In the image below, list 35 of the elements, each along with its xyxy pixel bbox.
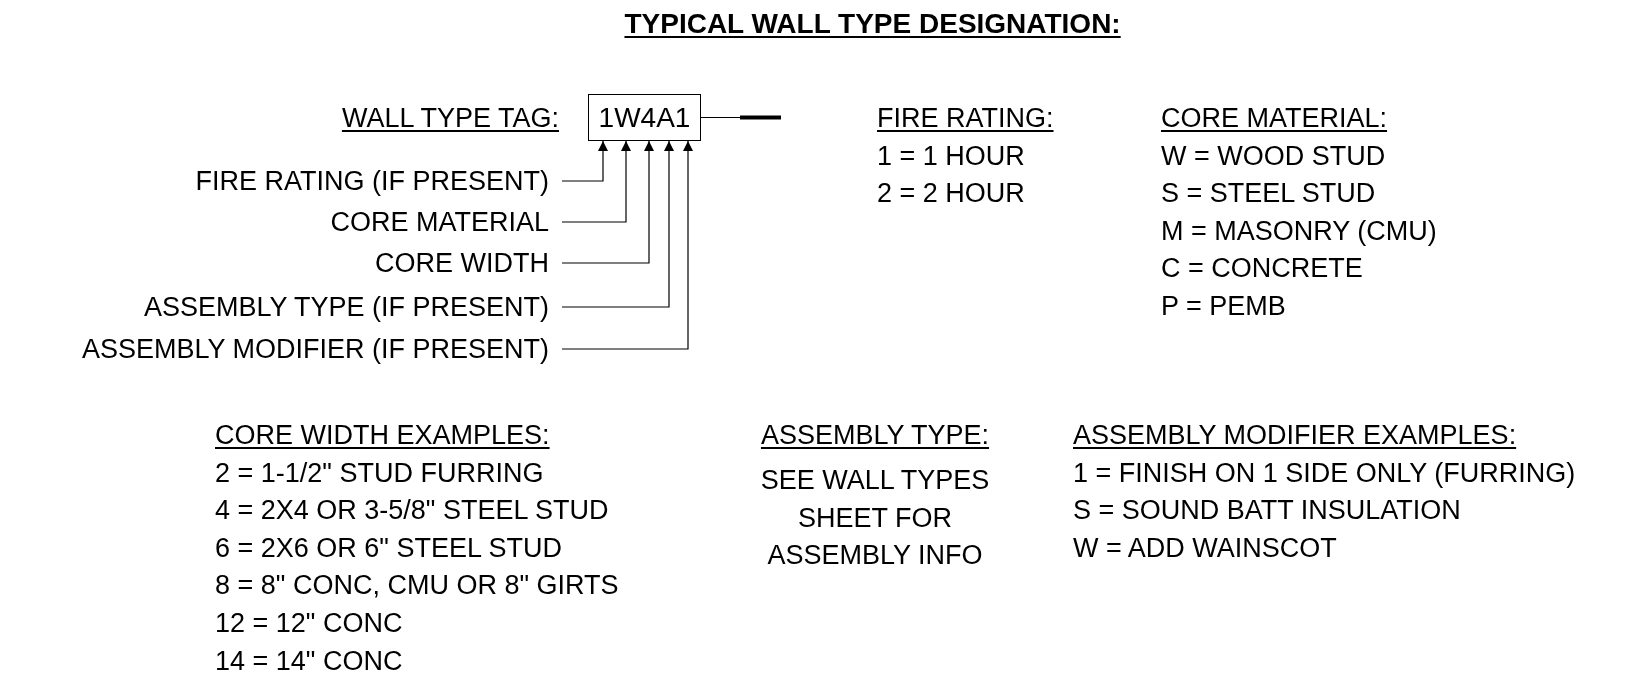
list-item: 2 = 1-1/2" STUD FURRING xyxy=(215,456,544,489)
list-item: 1 = 1 HOUR xyxy=(877,139,1025,172)
list-item: 6 = 2X6 OR 6" STEEL STUD xyxy=(215,531,562,564)
list-item: S = STEEL STUD xyxy=(1161,177,1376,210)
leader-arrow xyxy=(561,140,631,223)
list-heading: CORE MATERIAL: xyxy=(1161,102,1388,134)
callout-text: FIRE RATING (IF PRESENT) xyxy=(195,165,549,197)
list-heading: FIRE RATING: xyxy=(877,102,1054,134)
list-heading: ASSEMBLY TYPE: xyxy=(760,419,990,451)
title: TYPICAL WALL TYPE DESIGNATION: xyxy=(624,8,1121,40)
list-item: S = SOUND BATT INSULATION xyxy=(1073,494,1461,527)
list-heading: ASSEMBLY MODIFIER EXAMPLES: xyxy=(1073,419,1517,451)
list-item: 8 = 8" CONC, CMU OR 8" GIRTS xyxy=(215,569,619,602)
list-item: 2 = 2 HOUR xyxy=(877,177,1025,210)
callout-text: CORE WIDTH xyxy=(375,247,549,279)
list-item: 14 = 14" CONC xyxy=(215,644,403,677)
list-item: W = WOOD STUD xyxy=(1161,139,1386,172)
leader-arrow xyxy=(561,140,693,350)
leader-arrow xyxy=(561,140,654,264)
tag-heading: WALL TYPE TAG: xyxy=(341,101,559,134)
list-item: 1 = FINISH ON 1 SIDE ONLY (FURRING) xyxy=(1073,456,1576,489)
list-heading: CORE WIDTH EXAMPLES: xyxy=(215,419,550,451)
list-item: 12 = 12" CONC xyxy=(215,607,403,639)
list-item: W = ADD WAINSCOT xyxy=(1073,531,1337,564)
list-item: P = PEMB xyxy=(1161,290,1286,322)
callout-text: ASSEMBLY TYPE (IF PRESENT) xyxy=(143,291,549,323)
callout-text: CORE MATERIAL xyxy=(330,206,549,238)
leader-arrow xyxy=(561,140,608,182)
list-item: SEE WALL TYPES SHEET FOR ASSEMBLY INFO xyxy=(759,464,991,573)
list-item: 4 = 2X4 OR 3-5/8" STEEL STUD xyxy=(215,494,609,527)
wall-type-tag: 1W4A1 xyxy=(588,94,701,141)
callout-text: ASSEMBLY MODIFIER (IF PRESENT) xyxy=(81,333,549,365)
list-item: M = MASONRY (CMU) xyxy=(1161,214,1437,247)
leader-arrow xyxy=(561,140,674,308)
list-item: C = CONCRETE xyxy=(1161,252,1363,285)
